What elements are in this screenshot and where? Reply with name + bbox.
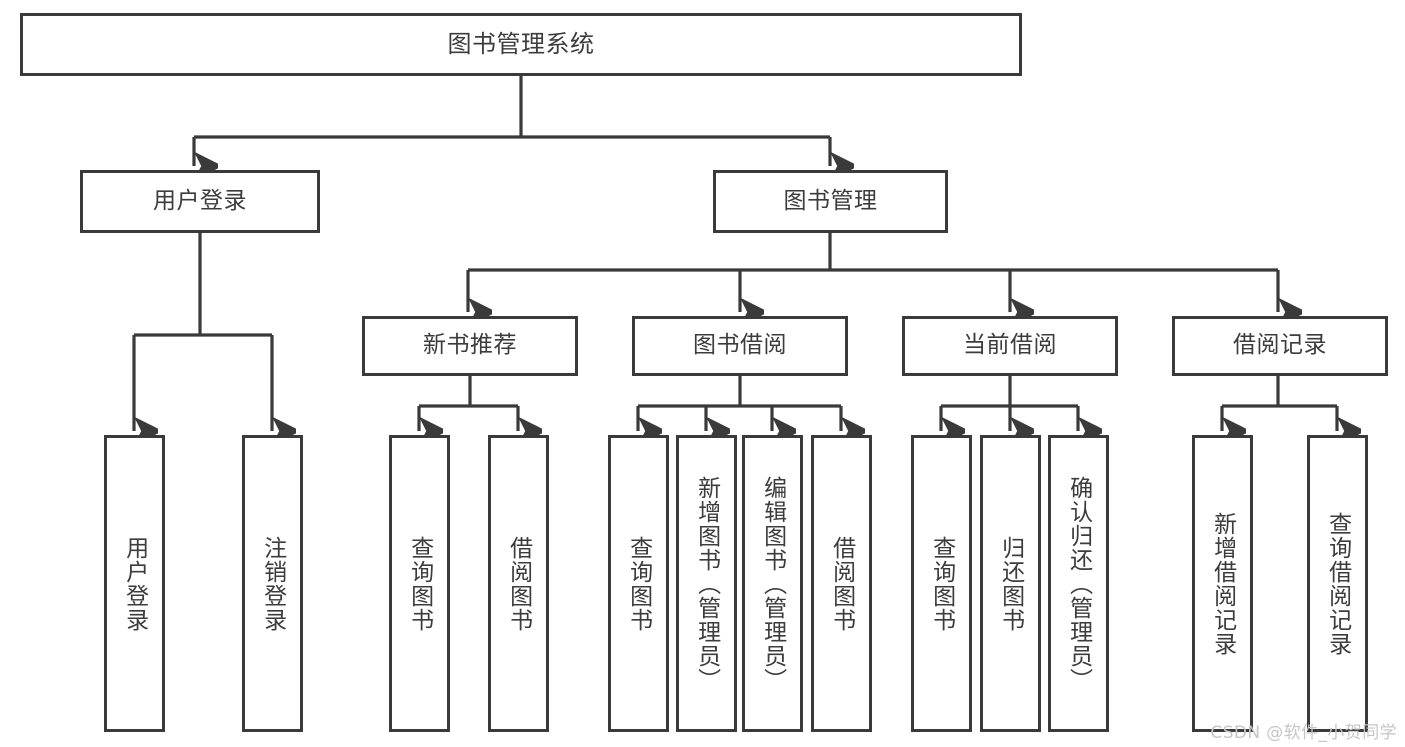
node-borrow-record[interactable]: 借阅记录 <box>1172 316 1388 376</box>
node-leaf-new-book-0-label: 查询图书 <box>406 535 433 632</box>
csdn-watermark: CSDN @软件_小贺同学 <box>1210 723 1397 743</box>
node-leaf-current-borrow-0[interactable]: 查询图书 <box>911 435 972 732</box>
node-leaf-borrow-record-0[interactable]: 新增借阅记录 <box>1192 435 1253 732</box>
node-root-system[interactable]: 图书管理系统 <box>20 13 1022 76</box>
node-new-book-recommend-label: 新书推荐 <box>423 332 517 359</box>
node-book-management-label: 图书管理 <box>783 187 878 214</box>
node-user-login[interactable]: 用户登录 <box>80 170 320 233</box>
node-current-borrow[interactable]: 当前借阅 <box>902 316 1118 376</box>
node-leaf-user-login-0-label: 用户登录 <box>121 535 148 632</box>
node-leaf-book-borrow-0-label: 查询图书 <box>625 535 652 632</box>
node-leaf-current-borrow-2[interactable]: 确认归还（管理员） <box>1048 435 1109 732</box>
node-user-login-label: 用户登录 <box>153 187 247 214</box>
node-book-management[interactable]: 图书管理 <box>713 170 948 233</box>
node-leaf-book-borrow-1-label: 新增图书（管理员） <box>693 475 720 692</box>
node-leaf-borrow-record-1-label: 查询借阅记录 <box>1324 511 1351 656</box>
node-leaf-book-borrow-2[interactable]: 编辑图书（管理员） <box>742 435 803 732</box>
node-book-borrow[interactable]: 图书借阅 <box>632 316 848 376</box>
node-leaf-book-borrow-3-label: 借阅图书 <box>828 535 855 632</box>
node-leaf-current-borrow-0-label: 查询图书 <box>928 535 955 632</box>
node-leaf-new-book-1-label: 借阅图书 <box>505 535 532 632</box>
node-leaf-user-login-0[interactable]: 用户登录 <box>104 435 165 732</box>
node-leaf-book-borrow-0[interactable]: 查询图书 <box>608 435 669 732</box>
node-leaf-book-borrow-2-label: 编辑图书（管理员） <box>759 475 786 692</box>
node-leaf-user-login-1-label: 注销登录 <box>259 535 286 632</box>
node-leaf-new-book-1[interactable]: 借阅图书 <box>488 435 549 732</box>
node-leaf-borrow-record-1[interactable]: 查询借阅记录 <box>1307 435 1368 732</box>
node-current-borrow-label: 当前借阅 <box>963 332 1057 359</box>
node-new-book-recommend[interactable]: 新书推荐 <box>362 316 578 376</box>
node-leaf-book-borrow-1[interactable]: 新增图书（管理员） <box>676 435 737 732</box>
node-book-borrow-label: 图书借阅 <box>693 332 787 359</box>
node-leaf-borrow-record-0-label: 新增借阅记录 <box>1209 511 1236 656</box>
node-leaf-book-borrow-3[interactable]: 借阅图书 <box>811 435 872 732</box>
node-leaf-current-borrow-1-label: 归还图书 <box>997 535 1024 632</box>
node-leaf-current-borrow-2-label: 确认归还（管理员） <box>1065 475 1092 692</box>
node-leaf-current-borrow-1[interactable]: 归还图书 <box>980 435 1041 732</box>
node-leaf-user-login-1[interactable]: 注销登录 <box>242 435 303 732</box>
node-root-system-label: 图书管理系统 <box>447 30 595 59</box>
node-borrow-record-label: 借阅记录 <box>1233 332 1327 359</box>
node-leaf-new-book-0[interactable]: 查询图书 <box>389 435 450 732</box>
